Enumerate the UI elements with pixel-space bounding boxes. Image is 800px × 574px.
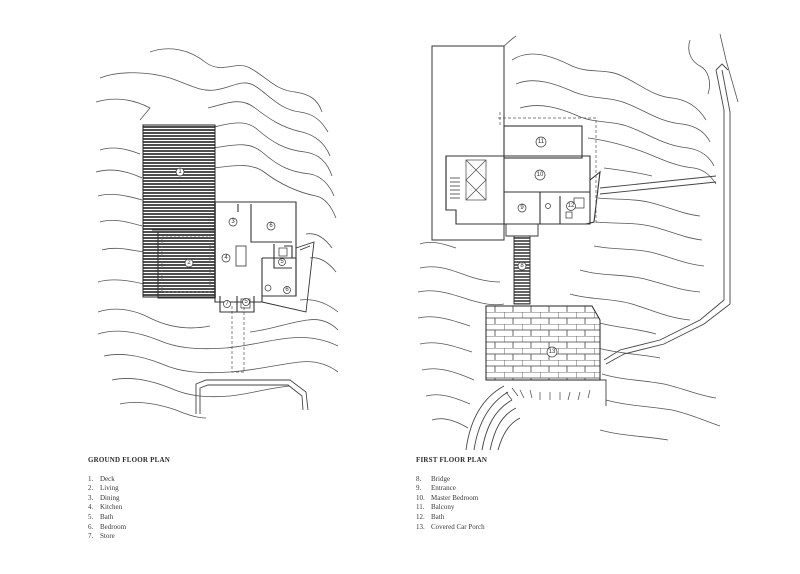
legend-label: Kitchen xyxy=(100,503,123,512)
room-marker-entrance xyxy=(517,203,527,213)
room-marker-label: 10 xyxy=(537,172,544,178)
room-marker-bedroom xyxy=(266,221,276,231)
ground-floor-legend: GROUND FLOOR PLAN 1. Deck 2. Living 3. Dini… xyxy=(88,456,170,542)
ground-deck-steps xyxy=(146,249,158,281)
first-floor-legend: FIRST FLOOR PLAN 8. Bridge 9. Entrance 10.… xyxy=(416,456,487,532)
ground-driveway-edges xyxy=(195,379,309,414)
legend-number: 1. xyxy=(88,474,94,483)
legend-item: 4. Kitchen xyxy=(88,503,170,513)
room-marker-dining xyxy=(228,217,238,227)
room-marker-car-porch xyxy=(546,346,558,358)
legend-label: Master Bedroom xyxy=(431,493,479,502)
first-floor-title: FIRST FLOOR PLAN xyxy=(416,456,488,464)
legend-number: 4. xyxy=(88,503,94,512)
room-marker-label: 8 xyxy=(520,263,524,269)
room-marker-label: 11 xyxy=(538,139,545,145)
room-marker-store xyxy=(223,300,231,308)
legend-number: 10. xyxy=(416,493,425,502)
legend-item: 1. Deck xyxy=(88,475,170,485)
first-floor-walls xyxy=(445,125,601,225)
legend-label: Bath xyxy=(431,512,445,521)
legend-label: Bedroom xyxy=(100,522,127,531)
ground-floor-walls xyxy=(152,196,297,313)
legend-item: 9. Entrance xyxy=(416,484,487,494)
legend-label: Dining xyxy=(100,493,120,502)
legend-item: 3. Dining xyxy=(88,494,170,504)
legend-number: 5. xyxy=(88,512,94,521)
room-marker-label: 2 xyxy=(187,260,191,266)
legend-item: 5. Bath xyxy=(88,513,170,523)
room-marker-label: 1 xyxy=(178,169,182,175)
legend-label: Entrance xyxy=(431,484,456,493)
legend-number: 2. xyxy=(88,484,94,493)
legend-number: 9. xyxy=(416,484,422,493)
legend-item: 7. Store xyxy=(88,532,170,542)
first-contour-lines xyxy=(417,33,739,441)
legend-item: 2. Living xyxy=(88,484,170,494)
first-floor-room-list: 8. Bridge 9. Entrance 10. Master Bedroom 11… xyxy=(416,475,487,533)
room-marker-bath xyxy=(242,298,250,306)
living-dashed-zone xyxy=(161,235,211,293)
room-marker-label: 5 xyxy=(280,259,284,265)
ground-dashed-outline xyxy=(231,306,245,373)
room-marker-master-bedroom xyxy=(534,169,546,181)
room-marker-label: 7 xyxy=(225,301,229,307)
deck-area xyxy=(142,124,216,298)
legend-number: 7. xyxy=(88,532,94,541)
room-marker-label: 13 xyxy=(549,349,556,355)
room-marker-label: 6 xyxy=(285,287,289,293)
room-marker-bridge xyxy=(517,261,527,271)
legend-item: 10. Master Bedroom xyxy=(416,494,487,504)
driveway-pavers xyxy=(505,387,591,401)
room-marker-label: 5 xyxy=(244,299,248,305)
legend-label: Balcony xyxy=(431,503,455,512)
legend-label: Covered Car Porch xyxy=(431,522,485,531)
legend-item: 13. Covered Car Porch xyxy=(416,523,487,533)
access-road xyxy=(599,63,731,365)
room-marker-label: 3 xyxy=(231,219,235,225)
legend-label: Living xyxy=(100,484,119,493)
legend-number: 6. xyxy=(88,522,94,531)
car-porch xyxy=(485,305,601,381)
legend-number: 12. xyxy=(416,512,425,521)
legend-number: 8. xyxy=(416,474,422,483)
ground-contour-lines xyxy=(95,48,339,419)
kitchen-island xyxy=(235,245,247,267)
legend-item: 8. Bridge xyxy=(416,475,487,485)
room-marker-bath-first xyxy=(566,201,576,211)
legend-item: 6. Bedroom xyxy=(88,523,170,533)
ground-floor-title: GROUND FLOOR PLAN xyxy=(88,456,170,464)
legend-item: 11. Balcony xyxy=(416,503,487,513)
first-dashed-outline xyxy=(498,112,597,224)
legend-number: 11. xyxy=(416,503,425,512)
room-marker-label: 4 xyxy=(224,255,228,261)
ground-floor-room-list: 1. Deck 2. Living 3. Dining 4. Kitchen 5. Bat… xyxy=(88,475,170,542)
legend-item: 12. Bath xyxy=(416,513,487,523)
legend-label: Bridge xyxy=(431,474,451,483)
balcony-roof-lines xyxy=(465,159,487,201)
room-marker-balcony xyxy=(535,136,547,148)
room-marker-label: 6 xyxy=(269,223,273,229)
legend-label: Bath xyxy=(100,512,114,521)
room-marker-bath xyxy=(278,258,286,266)
legend-label: Store xyxy=(100,532,115,541)
room-marker-label: 12 xyxy=(568,203,575,209)
room-marker-label: 9 xyxy=(520,205,524,211)
room-marker-living xyxy=(184,258,194,268)
room-marker-kitchen xyxy=(221,253,231,263)
legend-label: Deck xyxy=(100,474,115,483)
room-marker-bedroom xyxy=(283,286,291,294)
first-driveway-curves xyxy=(465,379,607,451)
upper-roof-block xyxy=(431,45,505,241)
legend-number: 13. xyxy=(416,522,425,531)
first-bath-fixtures xyxy=(545,197,585,219)
first-stair xyxy=(450,177,460,199)
ground-side-terrace xyxy=(261,241,315,313)
room-marker-deck xyxy=(175,167,185,177)
legend-number: 3. xyxy=(88,493,94,502)
bridge-landing xyxy=(505,223,539,237)
